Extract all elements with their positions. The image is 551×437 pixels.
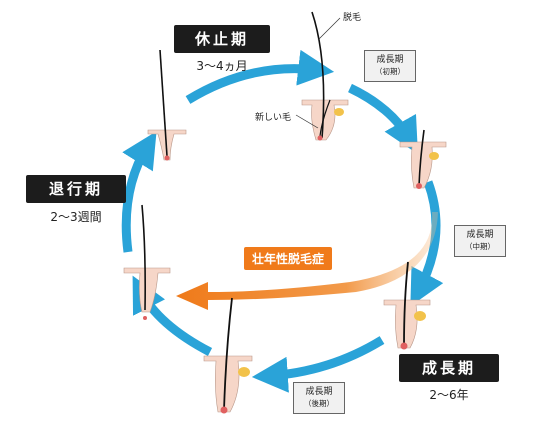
follicle-telogen (147, 49, 187, 161)
substage-late-sub: （後期） (304, 399, 334, 408)
follicle-early (301, 11, 349, 141)
follicle-catagen (123, 204, 171, 320)
substage-early-sub: （初期） (375, 67, 405, 76)
substage-early-box: 成長期 （初期） (364, 50, 416, 82)
cycle-arrows (121, 49, 444, 393)
arrow-early-to-middle (348, 83, 418, 155)
substage-middle-sub: （中期） (465, 242, 495, 251)
phase-catagen-duration: 2～3週間 (50, 210, 102, 224)
annotation-lines (295, 17, 341, 129)
arrow-telogen-to-early (185, 49, 335, 104)
new-hair-label: 新しい毛 (255, 113, 292, 123)
arrow-catagen-to-telogen (121, 131, 157, 253)
substage-late-label: 成長期 (305, 387, 333, 397)
follicle-middle (399, 129, 447, 189)
arrow-middle-to-anagen (410, 180, 444, 307)
substage-middle-box: 成長期 （中期） (454, 225, 506, 257)
substage-late-box: 成長期 （後期） (293, 382, 345, 414)
aga-label: 壮年性脱毛症 (244, 247, 333, 270)
arrow-anagen-to-late (251, 336, 385, 393)
follicle-late (203, 297, 253, 414)
phase-telogen-label: 休止期 (174, 25, 270, 53)
shedding-hair-label: 脱毛 (343, 13, 362, 23)
phase-anagen-label: 成長期 (399, 354, 499, 382)
substage-middle-label: 成長期 (466, 230, 494, 240)
aga-arrow (176, 212, 438, 310)
phase-catagen-label: 退行期 (26, 175, 126, 203)
phase-telogen-duration: 3～4ヵ月 (196, 59, 248, 73)
phase-anagen-duration: 2～6年 (429, 388, 469, 402)
follicle-anagen (383, 261, 431, 350)
substage-early-label: 成長期 (376, 55, 404, 65)
